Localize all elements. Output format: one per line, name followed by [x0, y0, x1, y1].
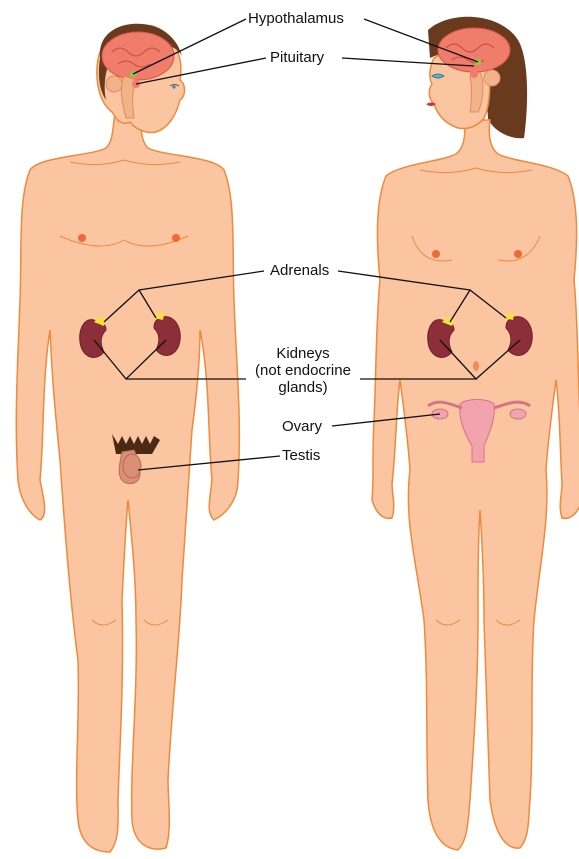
- male-cerebellum: [106, 76, 122, 92]
- female-nipple-left: [432, 250, 440, 258]
- label-ovary: Ovary: [282, 418, 322, 435]
- female-pituitary: [470, 70, 478, 78]
- female-cerebellum: [484, 70, 500, 86]
- female-nipple-right: [514, 250, 522, 258]
- label-kidneys: Kidneys (not endocrine glands): [246, 345, 360, 396]
- female-body-outline: [372, 120, 579, 850]
- female-eye: [432, 74, 444, 78]
- label-pituitary: Pituitary: [270, 49, 324, 66]
- female-figure: [372, 17, 579, 850]
- label-kidneys-line3: glands): [246, 379, 360, 396]
- male-figure: [16, 24, 239, 852]
- label-testis: Testis: [282, 447, 320, 464]
- female-navel: [473, 361, 479, 371]
- label-adrenals: Adrenals: [270, 262, 329, 279]
- male-nipple-right: [172, 234, 180, 242]
- label-kidneys-line1: Kidneys: [246, 345, 360, 362]
- male-iris: [172, 85, 175, 88]
- female-ovary-right: [510, 409, 526, 419]
- label-hypothalamus: Hypothalamus: [248, 10, 344, 27]
- label-kidneys-line2: (not endocrine: [246, 362, 360, 379]
- male-testis: [123, 454, 141, 478]
- male-nipple-left: [78, 234, 86, 242]
